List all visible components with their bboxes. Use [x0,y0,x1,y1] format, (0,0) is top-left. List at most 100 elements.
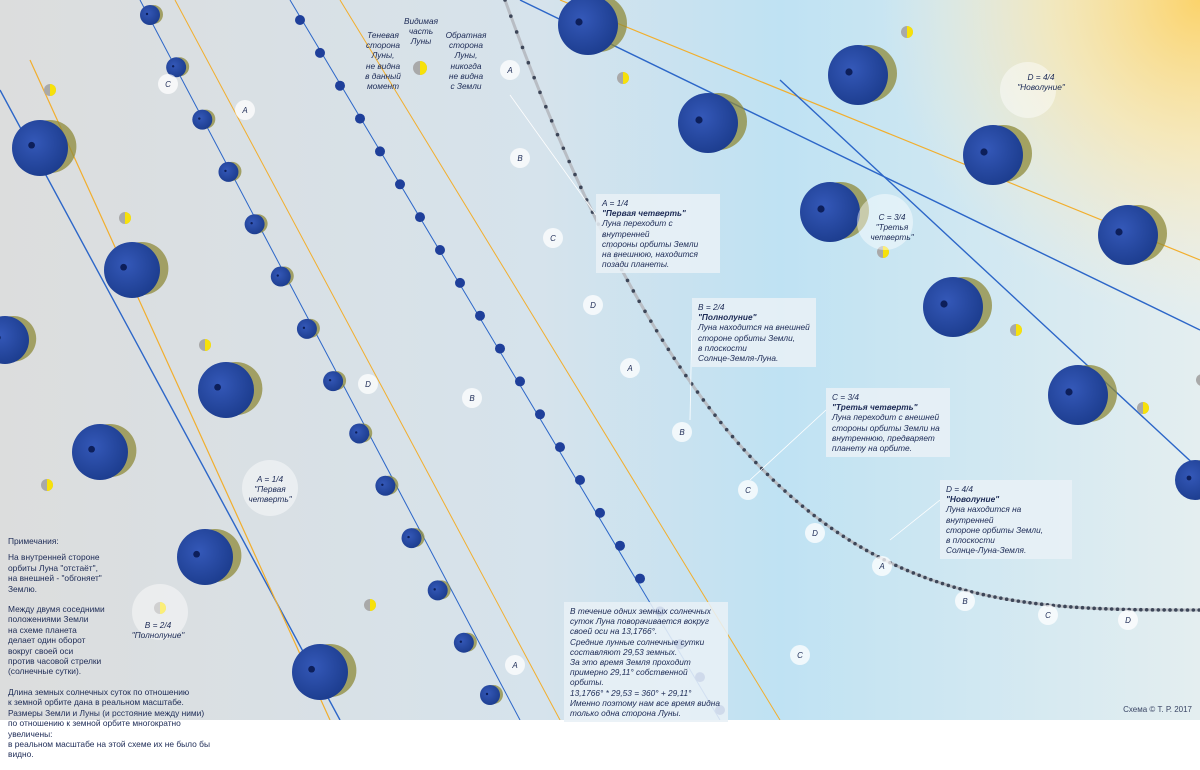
earth-spot [276,274,279,277]
phase-mark-first-quarter: A = 1/4 "Первая четверть" [248,474,292,504]
moon-lit [1143,402,1149,414]
curved-dot-113 [1162,608,1166,612]
earth-right-7 [1048,365,1117,425]
earth-mid1-0 [140,5,163,25]
moon-track-right [559,0,1200,261]
earth-track-left [0,89,341,720]
curved-dot-101 [1092,606,1096,611]
moon-lit [420,61,427,75]
curved-dot-5 [532,75,536,80]
earth-mid1-5 [270,266,294,287]
earth-spot [302,326,306,330]
phase-letter-12: B [962,597,968,606]
moon-dark [1196,374,1200,386]
callout-first-quarter: A = 1/4 "Первая четверть" Луна переходит… [596,194,720,274]
curved-dot-95 [1057,604,1061,608]
curved-dot-71 [917,573,921,578]
curved-dot-53 [812,513,816,518]
moon-right-5 [1196,374,1200,386]
curved-dot-54 [818,518,822,522]
phase-letter-1-bg [235,100,255,120]
curved-dot-111 [1150,608,1155,612]
leader-line-3 [889,499,941,541]
earth-left-1 [104,242,169,298]
earth-mid1-12 [453,632,477,653]
leader-line-1 [689,319,693,421]
earth-disc [140,5,160,25]
earth-spot [1186,475,1192,481]
earth-small-2 [335,80,345,91]
earth-spot [224,169,227,173]
curved-dot-30 [678,365,682,369]
curved-dot-112 [1156,608,1161,612]
earth-small-17 [635,573,645,584]
earth-small-14 [575,475,585,485]
curved-dot-87 [1010,598,1015,603]
earth-left-5 [292,644,357,700]
earth-small-16 [615,540,625,551]
phase-letter-1: A [241,106,247,115]
curved-dot-61 [859,545,863,549]
curved-dot-117 [1185,608,1190,612]
earth-spot [1065,388,1073,396]
curved-dot-96 [1063,604,1067,609]
curved-dot-85 [999,596,1003,600]
curved-dot-49 [789,494,793,499]
curved-dot-77 [952,585,956,589]
earth-disc [828,45,888,105]
phase-letter-5-bg [620,358,640,378]
curved-dot-104 [1109,607,1114,611]
curved-dot-92 [1039,602,1044,607]
earth-spot [695,116,703,124]
phase-mark-new-moon: D = 4/4 "Новолуние" [1017,72,1065,92]
earth-spot [171,65,175,68]
moon-left-4 [154,602,166,614]
curved-dot-110 [1144,607,1149,612]
callout-third-quarter-title: C = 3/4 [832,392,859,402]
earth-spot [120,263,127,271]
curved-dot-115 [1174,608,1178,612]
earth-disc [244,214,265,235]
moon-right-4 [1137,402,1149,414]
curved-dot-91 [1034,601,1038,606]
curved-dot-72 [923,575,927,580]
curved-dot-56 [829,526,834,531]
curved-dot-1 [509,14,513,18]
earth-left-2 [198,362,263,418]
curved-dot-63 [870,551,875,556]
earth-small-7 [435,245,445,255]
phase-letter-6-bg [358,374,378,394]
credit: Схема © Т. Р. 2017 [1123,705,1192,714]
callout-full-moon-text: Луна находится на внешней стороне орбиты… [698,322,810,364]
earth-left-4 [177,529,242,585]
curved-dot-118 [1191,608,1196,612]
curved-dot-50 [794,499,799,504]
earth-mid1-8 [349,423,373,444]
earth-right-2 [678,93,747,153]
phase-mark-full-moon: B = 2/4 "Полнолуние" [131,620,185,640]
curved-dot-70 [911,571,916,575]
curved-dot-21 [625,278,630,283]
earth-small-0 [295,15,305,25]
earth-spot [250,222,253,225]
earth-mid1-11 [427,580,451,601]
callout-first-quarter-title: A = 1/4 [602,198,629,208]
moon-right-3 [1010,324,1022,336]
earth-mid1-7 [323,371,347,392]
earth-disc [12,120,68,176]
curved-dot-27 [660,338,665,342]
earth-small-1 [315,47,325,58]
curved-dot-86 [1004,597,1009,602]
curved-dot-103 [1104,607,1108,611]
callout-rotation-text: В течение одних земных солнечных суток Л… [570,606,720,719]
moon-lit [125,212,131,224]
earth-disc [453,632,474,653]
earth-spot [88,445,95,453]
curved-dot-9 [555,132,560,137]
curved-dot-55 [824,522,828,527]
curved-dot-57 [835,530,840,535]
curved-dot-2 [514,30,519,34]
curved-dot-58 [841,534,846,539]
moon-left-3 [41,479,53,491]
callout-full-moon: B = 2/4 "Полнолуние" Луна находится на в… [692,298,816,368]
